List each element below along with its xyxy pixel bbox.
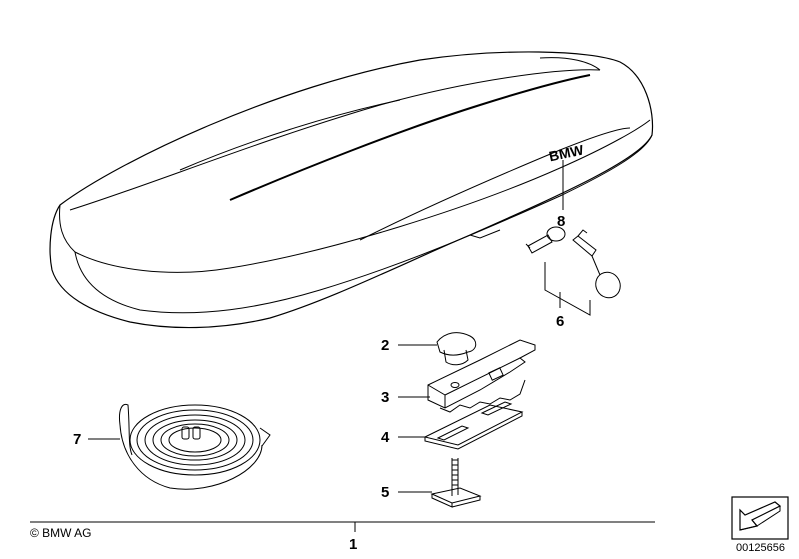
callout-1: 1 (349, 536, 358, 553)
navigation-arrow-icon[interactable] (731, 496, 789, 540)
roof-box-icon (49, 51, 654, 329)
lock-cylinder-icon (525, 226, 566, 254)
callout-4: 4 (381, 429, 390, 446)
callout-8: 8 (557, 213, 566, 230)
copyright-notice: © BMW AG (30, 526, 92, 540)
callout-7: 7 (73, 431, 82, 448)
tie-down-strap-icon (119, 403, 271, 490)
callout-2: 2 (381, 337, 390, 354)
knob-icon (436, 332, 477, 366)
document-number: 00125656 (736, 542, 785, 554)
callout-3: 3 (381, 389, 390, 406)
key-icon (572, 229, 621, 299)
clamp-plate-icon (423, 401, 524, 450)
t-bolt-icon (430, 458, 482, 508)
clamp-bracket-icon (427, 339, 536, 413)
callout-6-bracket (544, 262, 591, 316)
brand-mark: BMW (547, 141, 585, 164)
callout-6: 6 (556, 313, 565, 330)
callout-5: 5 (381, 484, 390, 501)
